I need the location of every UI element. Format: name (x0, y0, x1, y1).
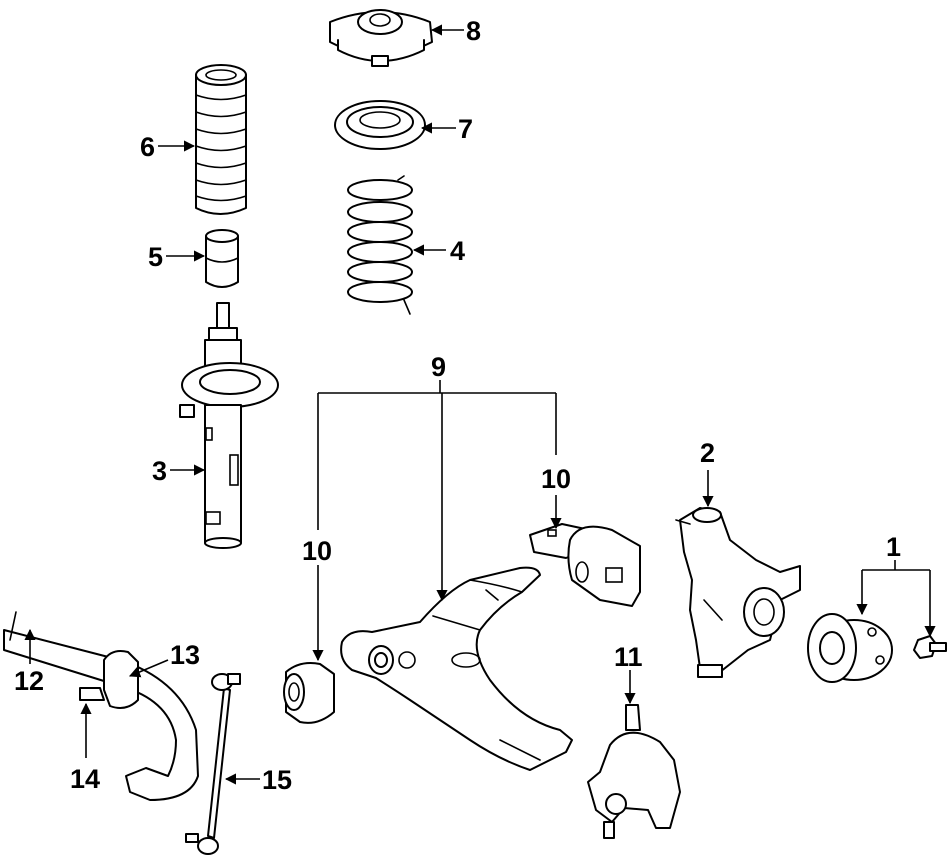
part-stabilizer-bar (3, 611, 199, 801)
callout-8: 8 (466, 16, 481, 46)
part-strut-mount (329, 9, 433, 67)
callout-10-left: 10 (302, 536, 332, 566)
part-rear-bushing (529, 523, 641, 607)
callout-3: 3 (152, 456, 167, 486)
callout-5: 5 (148, 242, 163, 272)
part-hub-bolt (913, 635, 947, 659)
part-ball-joint (587, 704, 681, 839)
callout-15: 15 (262, 765, 292, 795)
part-knuckle (675, 507, 801, 678)
callout-14: 14 (70, 764, 100, 794)
callout-10-right: 10 (541, 464, 571, 494)
callout-labels: 8 7 4 6 5 3 9 10 10 2 1 11 12 13 14 15 (14, 16, 901, 795)
leader-lines (24, 24, 936, 785)
callout-7: 7 (458, 114, 473, 144)
callout-12: 12 (14, 666, 44, 696)
callout-4: 4 (450, 236, 465, 266)
part-hub (807, 613, 893, 683)
part-bar-bushing (79, 650, 139, 709)
callout-13: 13 (170, 640, 200, 670)
callout-1: 1 (886, 532, 901, 562)
part-dust-boot (195, 64, 247, 215)
part-bump-stop (205, 229, 239, 288)
callout-9: 9 (431, 352, 446, 382)
part-spring-seat (334, 100, 426, 150)
part-strut (179, 302, 279, 549)
part-stabilizer-link (185, 673, 241, 855)
part-front-bushing (283, 662, 335, 724)
callout-6: 6 (140, 132, 155, 162)
part-coil-spring (347, 175, 413, 315)
part-control-arm (340, 566, 573, 771)
callout-11: 11 (614, 642, 643, 672)
callout-2: 2 (700, 438, 715, 468)
